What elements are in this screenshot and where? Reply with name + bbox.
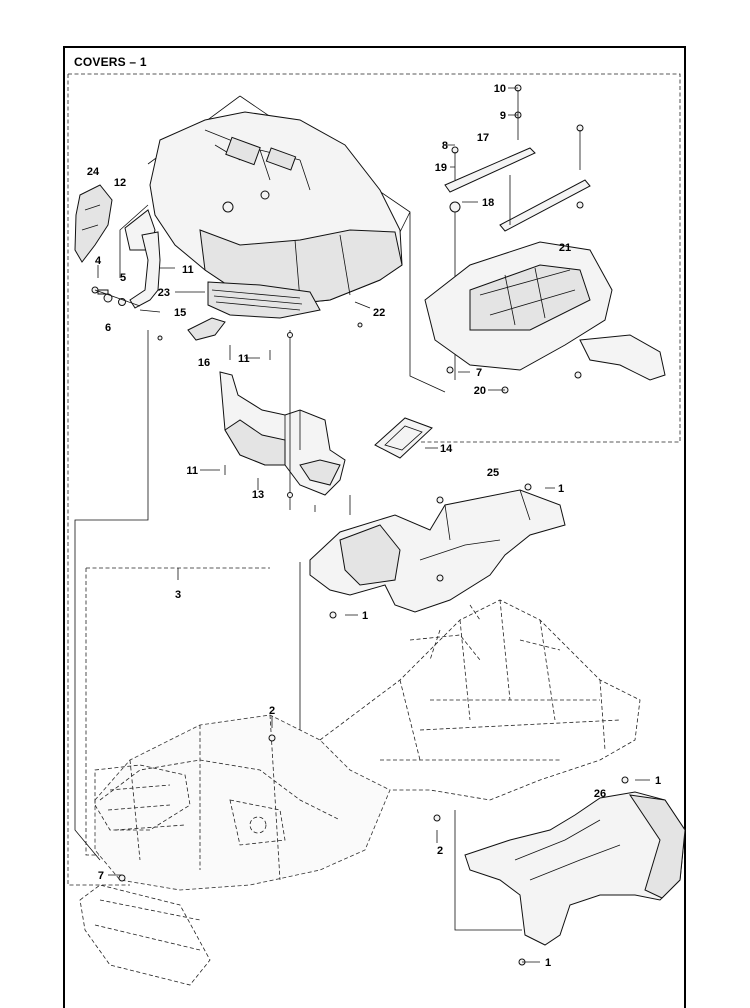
part-25-rear-fender — [309, 483, 566, 619]
bolts-center — [157, 322, 363, 512]
part-3-chassis-frame — [79, 599, 641, 986]
callout-12: 12 — [114, 177, 126, 189]
callout-8: 8 — [442, 140, 448, 152]
callout-6: 6 — [105, 322, 111, 334]
callout-1-right: 1 — [655, 775, 661, 787]
callout-18: 18 — [482, 197, 494, 209]
callout-24: 24 — [87, 166, 100, 178]
callout-4: 4 — [95, 255, 102, 267]
callout-1-mid: 1 — [362, 610, 368, 622]
part-24-side-panel — [74, 184, 113, 263]
callout-9: 9 — [500, 110, 506, 122]
hardware-washers — [91, 286, 141, 307]
callout-1-top: 1 — [558, 483, 564, 495]
callout-3: 3 — [175, 589, 181, 601]
callout-1-bottom: 1 — [545, 957, 551, 969]
part-13-lower-cover — [219, 371, 346, 496]
callout-25: 25 — [487, 467, 499, 479]
callout-19: 19 — [435, 162, 447, 174]
part-17-rails — [444, 84, 591, 380]
page-title: COVERS – 1 — [74, 55, 147, 69]
part-16-clip — [187, 317, 226, 341]
callout-16: 16 — [198, 357, 210, 369]
callout-7-upper: 7 — [476, 367, 482, 379]
callout-20: 20 — [474, 385, 486, 397]
callout-10: 10 — [494, 83, 506, 95]
callout-17: 17 — [477, 132, 489, 144]
callout-22: 22 — [373, 307, 385, 319]
callout-14: 14 — [440, 443, 453, 455]
part-26-side-fender — [118, 734, 686, 966]
callout-21: 21 — [559, 242, 571, 254]
part-14-gasket — [374, 417, 433, 459]
part-15-bracket — [129, 231, 161, 309]
callout-13: 13 — [252, 489, 264, 501]
callout-7-lower: 7 — [98, 870, 104, 882]
callout-2-lower: 2 — [437, 845, 443, 857]
callout-5: 5 — [120, 272, 126, 284]
callout-11-middle: 11 — [238, 353, 250, 365]
assembly-outline — [67, 73, 681, 886]
callout-23: 23 — [158, 287, 170, 299]
diagram-border — [63, 46, 686, 1008]
callout-11-lower: 11 — [186, 465, 198, 477]
callout-leaders — [97, 87, 650, 963]
callout-15: 15 — [174, 307, 186, 319]
callout-11-upper: 11 — [182, 264, 194, 276]
callout-2-upper: 2 — [269, 705, 275, 717]
callout-26: 26 — [594, 788, 606, 800]
part-22-hood-cover — [149, 111, 403, 306]
part-23-grille — [207, 281, 321, 319]
part-21-rear-cover — [424, 241, 666, 394]
